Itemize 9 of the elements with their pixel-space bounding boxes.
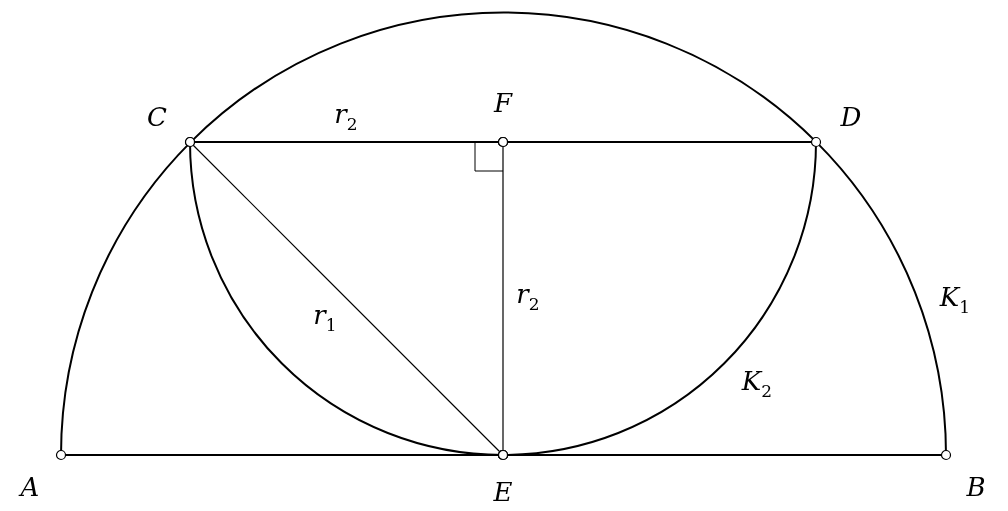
point-label: F (494, 90, 512, 116)
curve-label: K$_{2}$ (741, 368, 773, 400)
point-label: A (20, 474, 40, 500)
point-label: D (840, 104, 862, 130)
point-label: B (966, 474, 986, 500)
point-label: E (493, 479, 513, 505)
line-segment (497, 136, 509, 461)
point-label: C (147, 104, 167, 130)
curve-label: K$_{1}$ (939, 284, 971, 316)
